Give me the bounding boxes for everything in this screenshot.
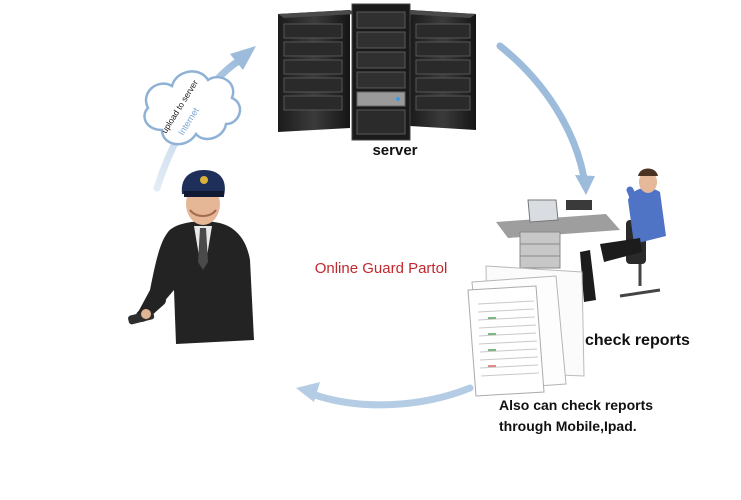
report-sheets bbox=[467, 265, 585, 397]
server-racks bbox=[278, 3, 476, 141]
arrow-to-manager bbox=[496, 42, 595, 195]
server-label: server bbox=[372, 142, 418, 159]
diagram-title: Online Guard Partol bbox=[314, 260, 448, 277]
mobile-reports-line-2: through Mobile,Ipad. bbox=[499, 418, 637, 434]
guard-figure bbox=[128, 170, 254, 344]
check-reports-label: check reports bbox=[585, 332, 690, 349]
mobile-reports-note: Also can check reports through Mobile,Ip… bbox=[499, 395, 739, 437]
arrow-back-to-guard bbox=[296, 382, 474, 409]
manager-desk-figure bbox=[496, 168, 666, 302]
mobile-reports-line-1: Also can check reports bbox=[499, 397, 654, 413]
internet-cloud: upload to server Internet bbox=[143, 70, 242, 146]
